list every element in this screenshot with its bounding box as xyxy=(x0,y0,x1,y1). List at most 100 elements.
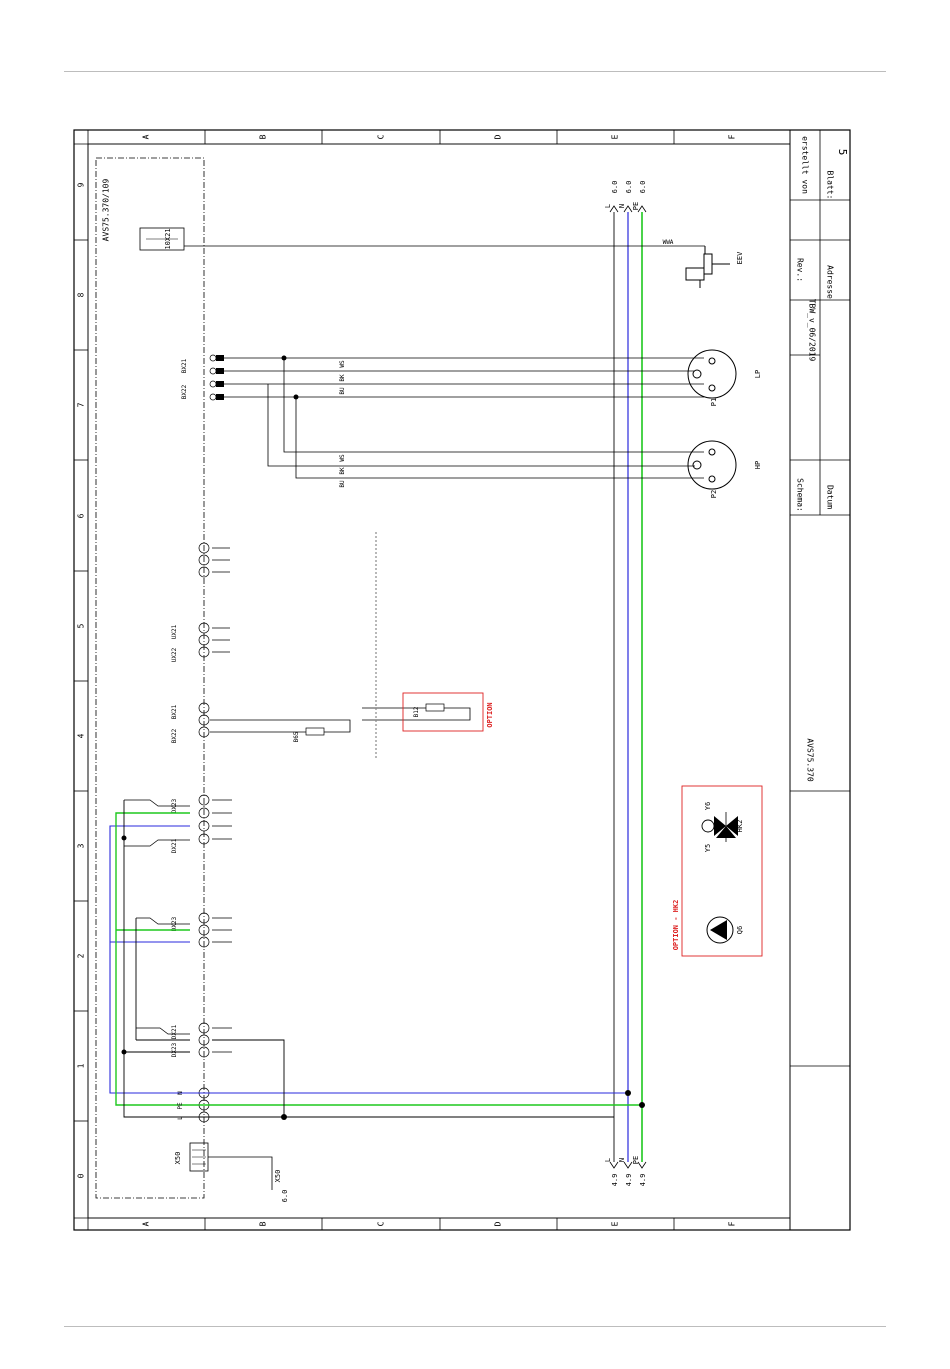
schema-value: TBW_v_06/2019 xyxy=(808,299,817,362)
rail-bottom-l: L xyxy=(604,1158,612,1162)
p1-label: P1 xyxy=(710,398,718,406)
distribution-wires xyxy=(109,800,642,1118)
row-label-2: 2 xyxy=(77,953,86,958)
row-label-9: 9 xyxy=(77,182,86,187)
adresse-label: Adresse xyxy=(826,265,835,299)
row-label-0: 0 xyxy=(77,1173,86,1178)
y6-label: Y6 xyxy=(704,802,712,810)
b65-resistor xyxy=(305,727,325,736)
hp-sensor-icon xyxy=(687,440,737,490)
lp-sensor-icon xyxy=(687,349,737,399)
col-label-b-top: B xyxy=(259,134,268,139)
bottom-rule xyxy=(64,1326,886,1327)
col-label-e-top: E xyxy=(611,134,620,139)
x50-wire xyxy=(208,1156,273,1190)
col-label-c-top: C xyxy=(377,134,386,139)
wire-bu-2: BU xyxy=(339,480,346,488)
dx-contacts-row3 xyxy=(124,794,232,847)
rail-top-ref-pe: 6.0 xyxy=(639,181,647,194)
b12-resistor xyxy=(425,703,445,712)
row-label-8: 8 xyxy=(77,292,86,297)
dx23-label-b: DX23 xyxy=(171,916,178,931)
b65-label: B65 xyxy=(293,731,300,742)
option-hk2-box xyxy=(681,785,763,957)
sheet-frame xyxy=(73,129,851,1231)
datum-label: Datum xyxy=(826,485,835,509)
x-terminal xyxy=(139,227,185,251)
dx21-label-b: DX21 xyxy=(171,1024,178,1039)
model-label: AVS75.370 xyxy=(806,738,815,782)
col-label-f-top: F xyxy=(728,134,737,139)
pressure-terminals xyxy=(216,355,224,400)
sensor-wires xyxy=(224,357,704,479)
row-label-3: 3 xyxy=(77,843,86,848)
rail-top-l: L xyxy=(604,204,612,208)
row-label-5: 5 xyxy=(77,623,86,628)
ux22-label: UX22 xyxy=(171,647,178,662)
dx-contacts-row2 xyxy=(136,912,232,948)
rail-bottom-ref-n: 4.9 xyxy=(625,1174,633,1187)
x50-label: X50 xyxy=(174,1152,182,1165)
rail-top-n: N xyxy=(618,204,626,208)
dx21-label-a: DX21 xyxy=(171,838,178,853)
sheet-inner-frame xyxy=(87,143,791,1219)
wire-bu-1: BU xyxy=(339,387,346,395)
x-terminal-label: 10X21 xyxy=(164,228,172,249)
wwa-label: WWA xyxy=(663,239,674,246)
col-label-e-bottom: E xyxy=(611,1221,620,1226)
row-label-4: 4 xyxy=(77,733,86,738)
terminal-group-row5 xyxy=(198,622,230,658)
x50-ref-label: X50 xyxy=(274,1170,282,1183)
rail-top-pe: PE xyxy=(632,202,640,210)
column-ticks xyxy=(204,130,675,1230)
dx23-label-a: DX23 xyxy=(171,798,178,813)
col-label-d-bottom: D xyxy=(494,1221,503,1226)
x50-ref-sheet: 6.0 xyxy=(281,1190,289,1203)
power-rails xyxy=(613,212,643,1162)
eev-label: EEV xyxy=(736,251,744,264)
rail-bottom-ref-pe: 4.9 xyxy=(639,1174,647,1187)
eev-valve-icon xyxy=(685,246,730,288)
controller-label: AVS75.370/109 xyxy=(102,179,111,242)
wire-bk-2: BK xyxy=(339,467,346,475)
mixing-valve-icon xyxy=(701,812,738,842)
option-box xyxy=(402,692,484,732)
supply-n-label: N xyxy=(177,1091,184,1095)
dx23-label-c: DX23 xyxy=(171,1042,178,1057)
ux21-label: UX21 xyxy=(171,624,178,639)
wire-ws-2: WS xyxy=(339,454,346,462)
col-label-f-bottom: F xyxy=(728,1221,737,1226)
row-label-1: 1 xyxy=(77,1063,86,1068)
controller-boundary xyxy=(95,157,205,1199)
erstellt-label: erstellt von xyxy=(801,136,810,194)
col-label-a-bottom: A xyxy=(142,1221,151,1226)
bx21-label-b: BX21 xyxy=(171,704,178,719)
q6-label: Q6 xyxy=(736,926,744,934)
pump-icon xyxy=(706,916,734,944)
blatt-label: Blatt: xyxy=(826,171,835,200)
terminal-group-row4 xyxy=(198,702,210,738)
supply-pe-label: PE xyxy=(177,1102,184,1110)
rail-top-ref-n: 6.0 xyxy=(625,181,633,194)
terminal-group-row6 xyxy=(198,542,230,578)
schema-label: Schema: xyxy=(796,478,805,512)
wire-bk-1: BK xyxy=(339,374,346,382)
rail-bottom-n: N xyxy=(618,1158,626,1162)
hk2-label: HK2 xyxy=(736,820,744,833)
title-block: erstellt von Blatt: 5 Rev.: Adresse TBW_… xyxy=(789,129,851,1231)
row-ticks xyxy=(74,239,88,1122)
rail-top-ref-l: 6.0 xyxy=(611,181,619,194)
blatt-value: 5 xyxy=(836,149,849,156)
lp-label: LP xyxy=(754,370,762,378)
col-label-c-bottom: C xyxy=(377,1221,386,1226)
bx21-label-a: BX21 xyxy=(181,358,188,373)
col-label-b-bottom: B xyxy=(259,1221,268,1226)
option-hk2-label: OPTION - HK2 xyxy=(672,900,680,951)
p2-label: P2 xyxy=(710,490,718,498)
wire-ws-1: WS xyxy=(339,360,346,368)
top-rule xyxy=(64,71,886,72)
supply-l-label: L xyxy=(177,1116,184,1120)
b12-label: B12 xyxy=(413,706,420,717)
bx22-label-a: BX22 xyxy=(181,384,188,399)
